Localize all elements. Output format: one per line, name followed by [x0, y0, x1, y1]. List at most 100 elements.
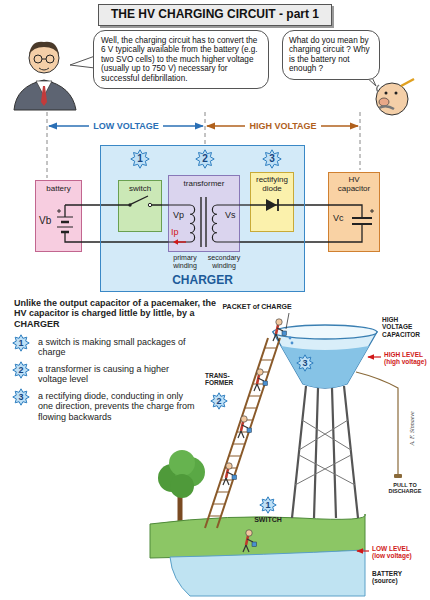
circuit-symbol [57, 209, 61, 213]
star-shape [196, 150, 214, 168]
star-shape [211, 393, 227, 409]
circuit-symbol [266, 199, 277, 211]
speech-tail [70, 56, 95, 68]
callout-number: 3 [12, 393, 30, 402]
voltage-zone-label: HIGH VOLTAGE [245, 121, 321, 131]
circuit-symbol [61, 222, 69, 232]
callout-number: 3 [296, 359, 314, 368]
node-text: transformer [170, 179, 238, 188]
discharge-rope [356, 372, 402, 478]
node-text: CHARGER [101, 274, 304, 288]
callout-number: 1 [259, 501, 277, 510]
list-item: a switch is making small packages of cha… [38, 337, 198, 358]
diode-box: rectifying diode [250, 172, 294, 232]
ladder [205, 338, 280, 528]
callout-star: 3 [262, 149, 282, 169]
ground-and-water [170, 550, 365, 596]
callout-number: 2 [12, 366, 30, 375]
circuit-symbol [65, 205, 82, 242]
list-item: a rectifying diode, conducting in only o… [38, 391, 198, 422]
climbers [223, 463, 237, 485]
voltage-symbol: Vp [173, 210, 184, 220]
climbers [273, 319, 287, 341]
ground-and-water [150, 514, 365, 596]
capacitor-box: HV capacitorVc [328, 172, 380, 252]
water-tower [281, 346, 369, 388]
star-shape [13, 335, 29, 351]
professor-figure [14, 80, 76, 110]
professor-figure [46, 55, 54, 63]
circuit-symbol [118, 196, 162, 205]
circuit-symbol [148, 203, 151, 206]
student-figure [379, 106, 394, 109]
tree [170, 474, 194, 498]
professor-figure [39, 68, 49, 70]
list-item: a transformer is causing a higher voltag… [38, 364, 198, 385]
leader-lines [368, 356, 381, 357]
leader-lines [286, 313, 381, 551]
star-shape [131, 150, 149, 168]
climbers [254, 369, 268, 391]
voltage-zone-label: LOW VOLTAGE [89, 121, 163, 131]
analogy-label: PULL TO DISCHARGE [382, 482, 428, 495]
professor-figure [41, 86, 47, 106]
voltage-symbol: Vs [225, 210, 236, 220]
callout-star: 2 [12, 361, 30, 379]
callout-star: 1 [12, 334, 30, 352]
analogy-label: HIGH VOLTAGE CAPACITOR [382, 316, 426, 338]
water-tower [291, 342, 294, 345]
circuit-symbol [201, 197, 206, 247]
battery-box: batteryVb [35, 180, 82, 252]
circuit-symbol [277, 199, 279, 211]
current-label: Ip [171, 227, 179, 237]
wire [82, 241, 168, 242]
analogy-label: TRANS-FORMER [205, 372, 239, 387]
switch-box: switch [118, 180, 162, 232]
winding-label: secondary winding [204, 254, 244, 270]
node-text: HV capacitor [333, 175, 375, 193]
circuit-symbol [352, 218, 372, 224]
title-text: THE HV CHARGING CIRCUIT - part 1 [98, 4, 332, 26]
node-text: rectifying diode [252, 175, 292, 193]
water-tower [289, 337, 292, 340]
title-box: THE HV CHARGING CIRCUIT - part 1 [0, 4, 430, 26]
star-shape [13, 362, 29, 378]
professor-figure [34, 55, 42, 63]
block-fill [100, 145, 305, 292]
node-text: battery [38, 184, 79, 193]
callout-star: 1 [259, 496, 277, 514]
winding-label: primary winding [166, 254, 204, 270]
voltage-symbol: Vc [333, 213, 344, 223]
intro-text: Unlike the output capacitor of a pacemak… [14, 298, 226, 329]
wire [240, 204, 250, 205]
voltage-symbol: Vb [39, 215, 51, 227]
node-text: Well, the charging circuit has to conver… [101, 36, 261, 83]
water-tower [295, 420, 355, 485]
circuit-symbol [177, 241, 186, 242]
water-tower [273, 325, 377, 339]
professor-figure [42, 59, 46, 60]
callout-star: 3 [12, 388, 30, 406]
circuit-symbol [173, 239, 178, 244]
node-text: What do you mean by charging circuit ? W… [289, 36, 373, 74]
level-label: LOW LEVEL (low voltage) [372, 545, 416, 560]
callout-star: 3 [296, 354, 314, 372]
student-figure [376, 83, 408, 115]
wire [294, 204, 328, 205]
professor-figure [14, 42, 76, 110]
signature: A. F. Sinnaeve [409, 408, 416, 448]
discharge-rope [394, 474, 402, 478]
student-figure [395, 92, 398, 95]
charger-block: CHARGER1switch2transformerVpVs3rectifyin… [100, 145, 305, 292]
water-tower [292, 386, 358, 518]
star-shape [263, 150, 281, 168]
analogy-label: BATTERY (source) [372, 570, 416, 585]
callout-star: 2 [210, 392, 228, 410]
analogy-label: SWITCH [246, 516, 290, 524]
callout-number: 2 [210, 397, 228, 406]
ladder [205, 338, 280, 528]
circuit-symbol [370, 209, 374, 213]
water-tower [273, 332, 377, 388]
analogy-label: PACKET of CHARGE [210, 303, 304, 311]
